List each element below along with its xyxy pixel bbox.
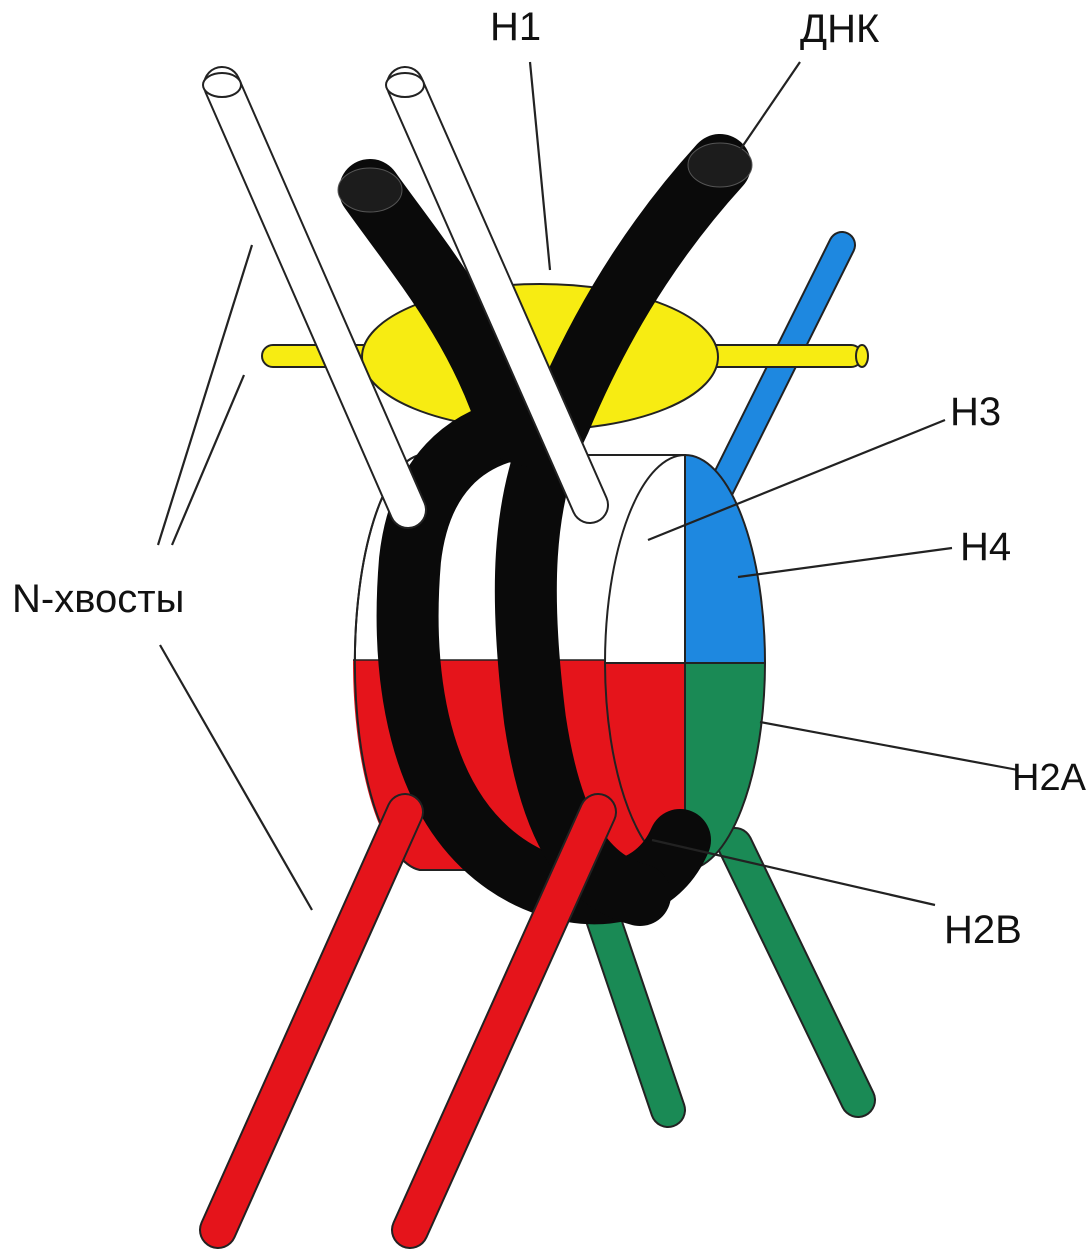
label-h2b: H2B: [944, 908, 1022, 952]
label-h2a: H2A: [1012, 757, 1087, 799]
label-h1: H1: [490, 5, 541, 49]
label-h4: H4: [960, 525, 1011, 569]
label-dna: ДНК: [800, 7, 880, 51]
label-n-tails: N-хвосты: [12, 577, 184, 621]
label-h3: H3: [950, 390, 1001, 434]
